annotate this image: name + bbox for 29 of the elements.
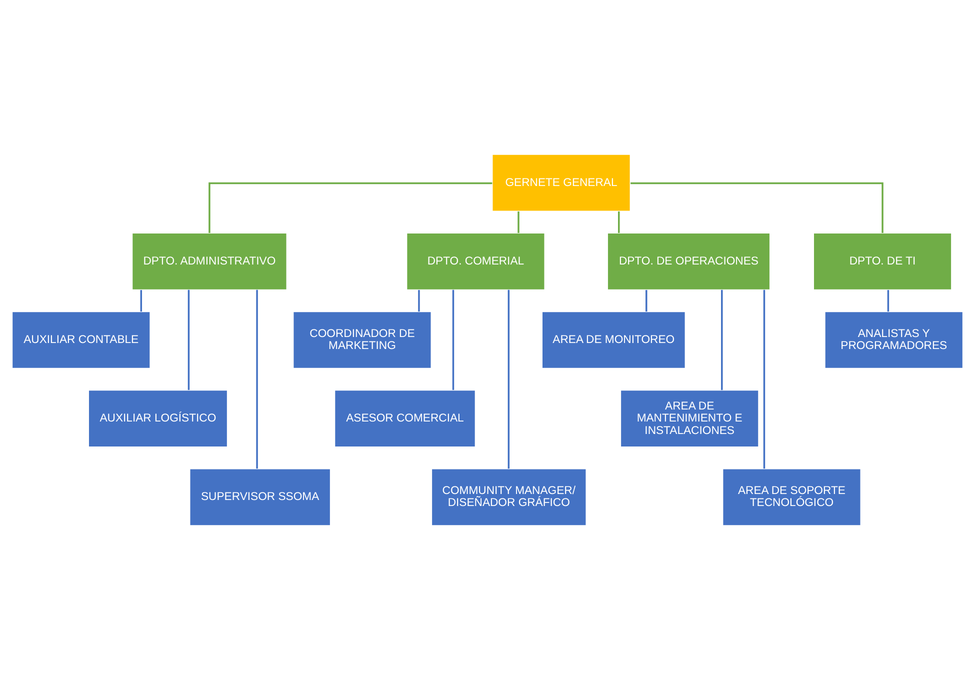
node-box: AUXILIAR LOGÍSTICO bbox=[88, 389, 228, 447]
node-box: GERNETE GENERAL bbox=[492, 154, 631, 212]
node-box: DPTO. COMERIAL bbox=[406, 232, 546, 290]
node-box: AREA DE SOPORTE TECNOLÓGICO bbox=[722, 468, 862, 526]
node-box: AUXILIAR CONTABLE bbox=[12, 310, 151, 368]
connector bbox=[452, 289, 454, 390]
node-box: AREA DE MONITOREO bbox=[542, 310, 686, 368]
connector bbox=[208, 182, 492, 232]
node-box: DPTO. DE TI bbox=[813, 232, 952, 290]
node-box: SUPERVISOR SSOMA bbox=[189, 468, 331, 526]
connector bbox=[508, 289, 510, 468]
node-box: COORDINADOR DE MARKETING bbox=[292, 310, 432, 368]
connector bbox=[418, 290, 420, 312]
node-box: ANALISTAS Y PROGRAMADORES bbox=[824, 310, 964, 368]
node-box: AREA DE MANTENIMIENTO E INSTALACIONES bbox=[620, 389, 759, 447]
connector bbox=[721, 289, 723, 390]
connector bbox=[887, 290, 890, 312]
connector bbox=[618, 210, 620, 232]
connector bbox=[256, 289, 258, 468]
connector bbox=[763, 289, 766, 468]
node-box: DPTO. ADMINISTRATIVO bbox=[132, 232, 288, 290]
connector bbox=[188, 289, 190, 390]
connector bbox=[140, 290, 142, 312]
connector bbox=[646, 290, 648, 312]
connector bbox=[630, 182, 884, 232]
node-box: ASESOR COMERCIAL bbox=[334, 389, 476, 447]
node-box: COMMUNITY MANAGER/ DISEÑADOR GRÁFICO bbox=[431, 468, 587, 526]
node-box: DPTO. DE OPERACIONES bbox=[607, 232, 770, 290]
connector bbox=[518, 210, 520, 232]
